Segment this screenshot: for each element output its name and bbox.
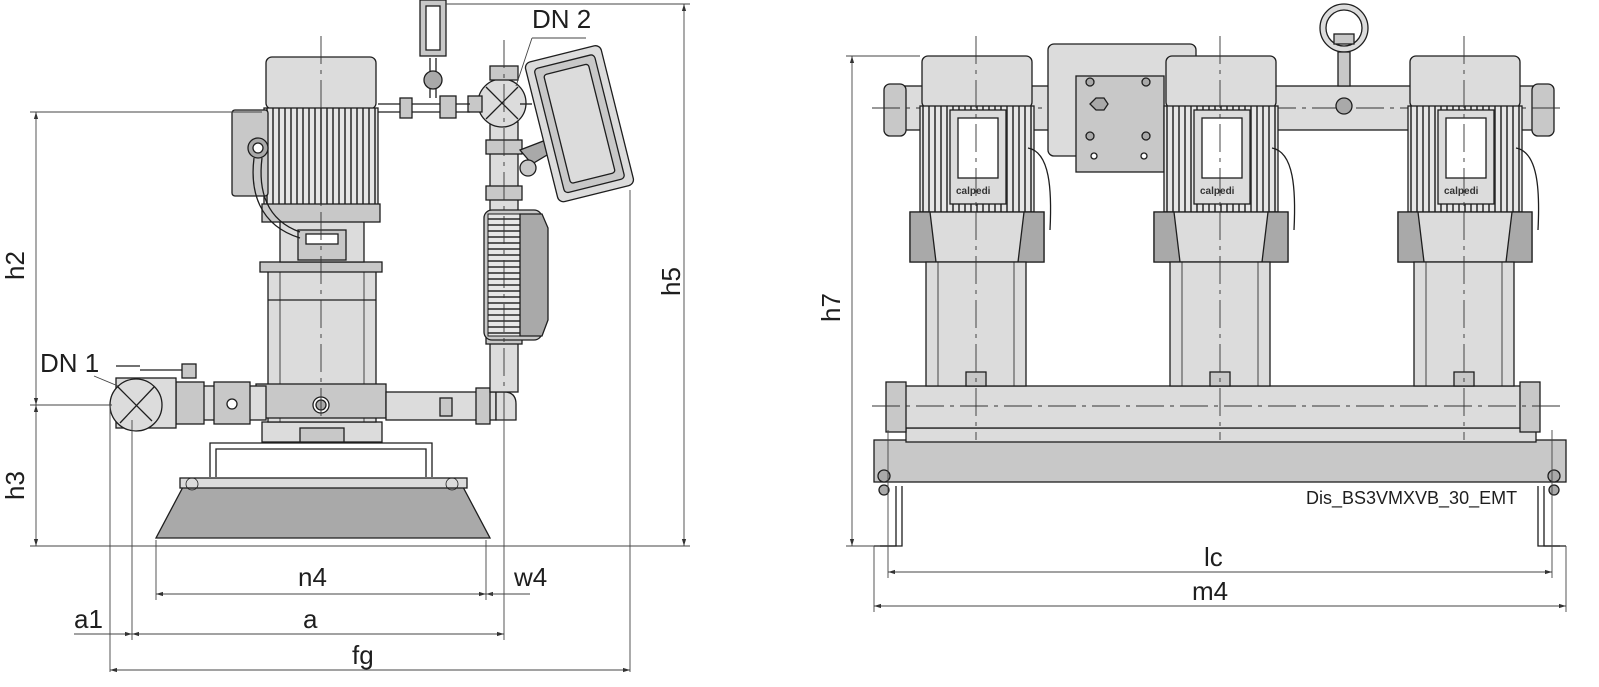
base-plate (154, 486, 492, 539)
pump-unit-1: calpedi (909, 36, 1052, 440)
label-a1: a1 (74, 604, 103, 634)
svg-text:calpedi: calpedi (1444, 186, 1479, 197)
label-dn1: DN 1 (40, 348, 99, 378)
label-h5: h5 (656, 267, 686, 296)
label-n4: n4 (298, 562, 327, 592)
label-h3: h3 (0, 471, 30, 500)
label-lc: lc (1204, 542, 1223, 572)
pump-unit-3: calpedi (1397, 36, 1540, 440)
label-w4: w4 (513, 562, 547, 592)
suction-manifold (887, 385, 1539, 429)
svg-text:calpedi: calpedi (1200, 186, 1235, 197)
label-dn2: DN 2 (532, 4, 591, 34)
label-h7: h7 (816, 293, 846, 322)
control-box (524, 45, 635, 203)
label-fg: fg (352, 640, 374, 670)
front-view: calpedi calpedi (816, 3, 1567, 612)
base-frame (873, 439, 1567, 483)
side-view: DN 1 DN 2 h2 h3 h5 n4 w4 a1 a fg (0, 0, 690, 673)
pump-unit-2: calpedi (1153, 36, 1296, 440)
drawing-reference: Dis_BS3VMXVB_30_EMT (1306, 488, 1517, 509)
label-h2: h2 (0, 251, 30, 280)
label-m4: m4 (1192, 576, 1228, 606)
svg-text:calpedi: calpedi (956, 186, 991, 197)
label-a: a (303, 604, 318, 634)
